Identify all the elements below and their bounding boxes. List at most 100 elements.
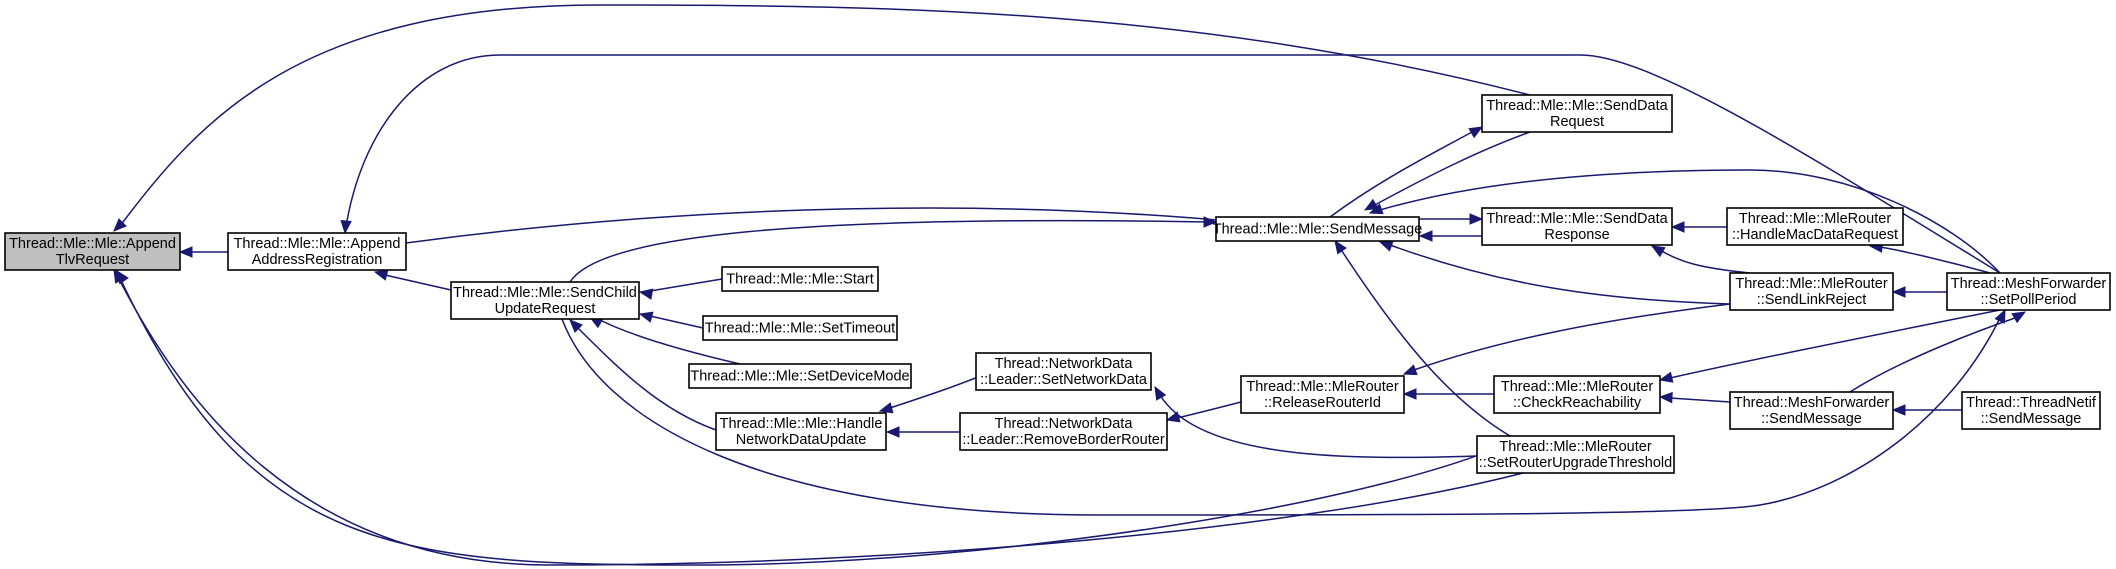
node-label: ::SendLinkReject bbox=[1757, 292, 1867, 308]
node-box bbox=[1481, 207, 1673, 246]
edge-line bbox=[116, 274, 1524, 566]
edge-n18-to-n9 bbox=[1368, 169, 2001, 274]
node-label: ::CheckReachability bbox=[1513, 395, 1642, 411]
node-box bbox=[959, 412, 1168, 451]
arrowhead bbox=[1891, 286, 1906, 298]
node-label: Thread::Mle::Mle::Start bbox=[726, 272, 873, 288]
edge-line bbox=[561, 317, 2001, 516]
edge-n13-to-n10 bbox=[1402, 388, 1494, 400]
node-label: Thread::NetworkData bbox=[995, 416, 1134, 432]
node-box bbox=[1476, 435, 1675, 474]
arrowhead bbox=[2011, 311, 2027, 324]
edge-n9-to-n11 bbox=[1329, 126, 1484, 218]
node-thread-mle-mle-appendaddressregistration[interactable]: Thread::Mle::Mle::AppendAddressRegistrat… bbox=[227, 232, 407, 271]
edge-n2-to-n18 bbox=[561, 308, 2006, 516]
node-label: Thread::ThreadNetif bbox=[1966, 395, 2097, 411]
node-label: Thread::Mle::MleRouter bbox=[1739, 211, 1891, 227]
node-thread-networkdata-leader-setnetworkdata[interactable]: Thread::NetworkData::Leader::SetNetworkD… bbox=[975, 352, 1152, 391]
node-thread-networkdata-leader-removeborderrouter[interactable]: Thread::NetworkData::Leader::RemoveBorde… bbox=[959, 412, 1168, 451]
edge-line bbox=[1389, 244, 1731, 305]
arrowhead bbox=[1368, 203, 1384, 215]
arrowhead bbox=[1891, 404, 1906, 416]
edge-n9-to-n12 bbox=[1419, 213, 1484, 225]
arrowhead bbox=[1165, 411, 1181, 423]
arrowhead bbox=[1402, 388, 1417, 400]
edge-n17-to-n13 bbox=[1658, 391, 1731, 404]
edge-line bbox=[1669, 309, 2001, 379]
node-label: Thread::Mle::MleRouter bbox=[1501, 379, 1653, 395]
node-box bbox=[450, 281, 640, 320]
node-box bbox=[4, 232, 181, 271]
node-box bbox=[227, 232, 407, 271]
edge-n3-to-n2 bbox=[638, 278, 723, 300]
edge-line bbox=[569, 219, 1211, 283]
arrowhead bbox=[340, 220, 352, 235]
arrowhead bbox=[638, 311, 654, 323]
node-box bbox=[1946, 272, 2111, 311]
arrowhead bbox=[1154, 385, 1167, 401]
node-thread-meshforwarder-setpollperiod[interactable]: Thread::MeshForwarder::SetPollPeriod bbox=[1946, 272, 2111, 311]
node-thread-mle-mlerouter-sendlinkreject[interactable]: Thread::Mle::MleRouter::SendLinkReject bbox=[1729, 272, 1894, 311]
arrowhead bbox=[113, 218, 127, 232]
node-box bbox=[1493, 375, 1661, 414]
edge-n14-to-n0 bbox=[113, 268, 1524, 566]
arrowhead bbox=[1670, 221, 1685, 233]
edge-n15-to-n12 bbox=[1670, 221, 1727, 233]
node-label: Thread::MeshForwarder bbox=[1734, 395, 1890, 411]
edge-n11-to-n9 bbox=[1363, 131, 1531, 211]
node-thread-mle-mlerouter-setrouterupgradethreshold[interactable]: Thread::Mle::MleRouter::SetRouterUpgrade… bbox=[1476, 435, 1675, 474]
arrowhead bbox=[1994, 308, 2006, 324]
edge-line bbox=[1159, 394, 1478, 459]
node-thread-mle-mle-settimeout[interactable]: Thread::Mle::Mle::SetTimeout bbox=[702, 315, 898, 341]
edge-n16-to-n10 bbox=[1402, 303, 1731, 376]
arrowhead bbox=[1402, 364, 1418, 376]
node-box bbox=[975, 352, 1152, 391]
edge-n1-to-n0 bbox=[178, 246, 228, 258]
edge-n18-to-n1 bbox=[340, 54, 2001, 274]
node-thread-mle-mlerouter-handlemacdatarequest[interactable]: Thread::Mle::MleRouter::HandleMacDataReq… bbox=[1726, 207, 1904, 246]
arrowhead bbox=[1418, 230, 1433, 242]
arrowhead bbox=[878, 402, 894, 414]
node-label: ::SendMessage bbox=[1761, 411, 1862, 427]
edge-line bbox=[1849, 317, 2016, 393]
node-thread-meshforwarder-sendmessage[interactable]: Thread::MeshForwarder::SendMessage bbox=[1729, 391, 1894, 430]
node-thread-mle-mle-start[interactable]: Thread::Mle::Mle::Start bbox=[721, 266, 879, 292]
edge-line bbox=[1379, 169, 2001, 274]
edge-line bbox=[1879, 246, 1991, 274]
node-label: Response bbox=[1544, 227, 1609, 243]
node-label: ::SendMessage bbox=[1981, 411, 2082, 427]
edge-n19-to-n17 bbox=[1891, 404, 1962, 416]
edge-line bbox=[119, 277, 1524, 566]
edge-n4-to-n2 bbox=[638, 311, 704, 329]
node-label: Thread::Mle::Mle::SetDeviceMode bbox=[690, 369, 909, 385]
edge-n11-to-n0 bbox=[113, 4, 1531, 232]
node-label: Thread::Mle::Mle::SendData bbox=[1486, 98, 1668, 114]
node-box bbox=[1215, 216, 1420, 242]
node-box bbox=[702, 315, 898, 341]
node-box bbox=[715, 412, 887, 451]
edge-n17-to-n18 bbox=[1849, 311, 2027, 393]
edge-line bbox=[405, 207, 1241, 244]
node-label: Thread::Mle::Mle::SendMessage bbox=[1213, 222, 1423, 238]
arrowhead bbox=[1363, 198, 1379, 211]
edge-line bbox=[599, 319, 741, 365]
node-thread-mle-mlerouter-checkreachability[interactable]: Thread::Mle::MleRouter::CheckReachabilit… bbox=[1493, 375, 1661, 414]
arrowhead bbox=[1334, 239, 1347, 255]
node-thread-mle-mlerouter-releaserouterid[interactable]: Thread::Mle::MleRouter::ReleaseRouterId bbox=[1240, 375, 1405, 414]
edge-n14-to-n9 bbox=[1334, 239, 1511, 437]
edge-line bbox=[1669, 397, 1731, 403]
edge-line bbox=[1372, 131, 1531, 207]
node-label: Thread::Mle::MleRouter bbox=[1735, 276, 1887, 292]
node-thread-mle-mle-handlenetworkdataupdate[interactable]: Thread::Mle::Mle::HandleNetworkDataUpdat… bbox=[715, 412, 887, 451]
node-label: Thread::Mle::Mle::SendChild bbox=[453, 285, 637, 301]
node-label: Thread::Mle::MleRouter bbox=[1499, 439, 1651, 455]
node-label: Thread::Mle::Mle::Handle bbox=[720, 416, 883, 432]
node-thread-mle-mle-sendmessage[interactable]: Thread::Mle::Mle::SendMessage bbox=[1213, 216, 1423, 242]
node-thread-mle-mle-setdevicemode[interactable]: Thread::Mle::Mle::SetDeviceMode bbox=[688, 363, 912, 389]
node-thread-threadnetif-sendmessage[interactable]: Thread::ThreadNetif::SendMessage bbox=[1961, 391, 2101, 430]
node-box bbox=[688, 363, 912, 389]
